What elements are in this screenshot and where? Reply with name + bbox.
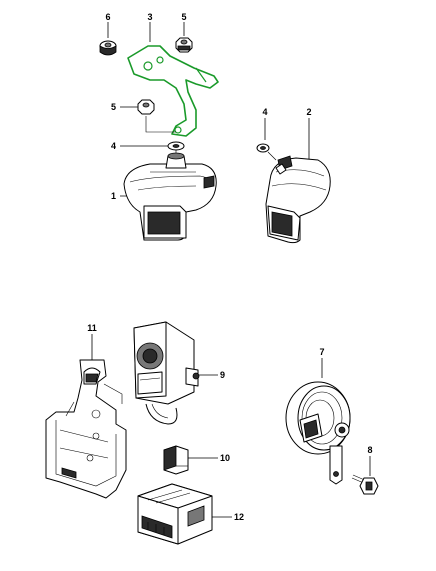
callout-3: 3	[147, 12, 152, 22]
part-4-washer	[120, 141, 185, 162]
part-2-horn	[265, 118, 331, 244]
part-5-nut-top	[175, 22, 193, 53]
callout-4-right: 4	[262, 107, 267, 117]
part-6-grommet	[99, 22, 117, 56]
part-4-washer-right	[256, 118, 277, 161]
callout-12: 12	[234, 512, 244, 522]
callout-2: 2	[306, 107, 311, 117]
part-8-bolt	[351, 456, 379, 495]
callout-8: 8	[367, 445, 372, 455]
callout-1: 1	[111, 191, 116, 201]
part-12-box	[137, 483, 232, 545]
part-11-bracket	[45, 334, 127, 499]
callout-6: 6	[105, 12, 110, 22]
callout-9: 9	[220, 370, 225, 380]
callout-11: 11	[87, 323, 97, 333]
callout-5-side: 5	[111, 102, 116, 112]
callout-7: 7	[319, 347, 324, 357]
part-9-unit	[133, 321, 218, 425]
part-1-horn	[120, 152, 217, 241]
callout-10: 10	[220, 453, 230, 463]
part-7-horn	[285, 358, 351, 485]
part-5-nut-side	[120, 99, 176, 133]
callout-5-top: 5	[181, 12, 186, 22]
part-3-bracket	[127, 22, 219, 137]
callout-4-left: 4	[111, 141, 116, 151]
part-10-relay	[163, 445, 218, 475]
